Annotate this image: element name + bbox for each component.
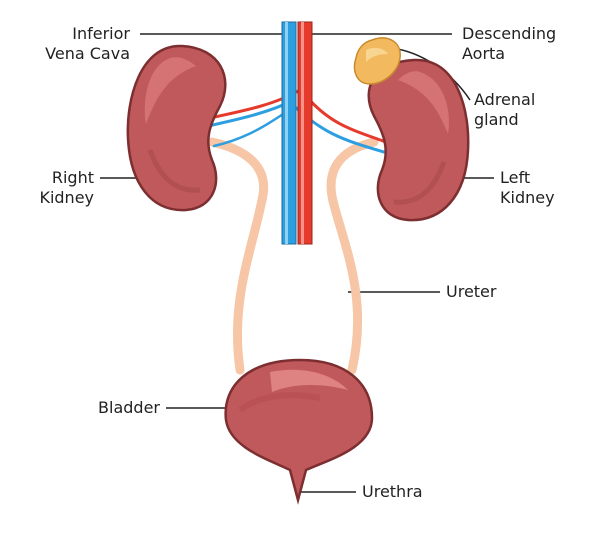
right-kidney-shape [126,44,227,212]
right-ureter [207,137,269,375]
ureter-tubes [207,137,379,375]
label-descending-aorta-line1: Descending [462,24,557,43]
label-left-kidney-line2: Kidney [500,188,555,207]
label-inferior-vena-cava-line1: Inferior [72,24,130,43]
label-adrenal-gland-line2: gland [474,110,519,129]
label-descending-aorta: Descending Aorta [462,24,582,64]
left-kidney-shape [367,58,470,222]
great-vessels [281,21,313,245]
label-adrenal-gland-line1: Adrenal [474,90,536,109]
label-descending-aorta-line2: Aorta [462,44,506,63]
label-bladder: Bladder [98,398,160,417]
label-left-kidney: Left Kidney [500,168,580,208]
label-inferior-vena-cava: Inferior Vena Cava [30,24,130,64]
adrenal-gland-shape [353,37,401,85]
left-renal-artery [304,94,388,144]
descending-aorta-vessel [297,21,313,245]
label-right-kidney: Right Kidney [20,168,94,208]
label-right-kidney-line1: Right [51,168,94,187]
label-right-kidney-line2: Kidney [39,188,94,207]
bladder-shape [224,358,374,505]
label-urethra: Urethra [362,482,423,501]
label-inferior-vena-cava-line2: Vena Cava [45,44,130,63]
inferior-vena-cava-vessel [281,21,297,245]
label-ureter: Ureter [446,282,497,301]
right-renal-vein-lower [212,110,288,148]
label-left-kidney-line1: Left [500,168,531,187]
label-adrenal-gland: Adrenal gland [474,90,574,130]
left-ureter [326,137,379,375]
